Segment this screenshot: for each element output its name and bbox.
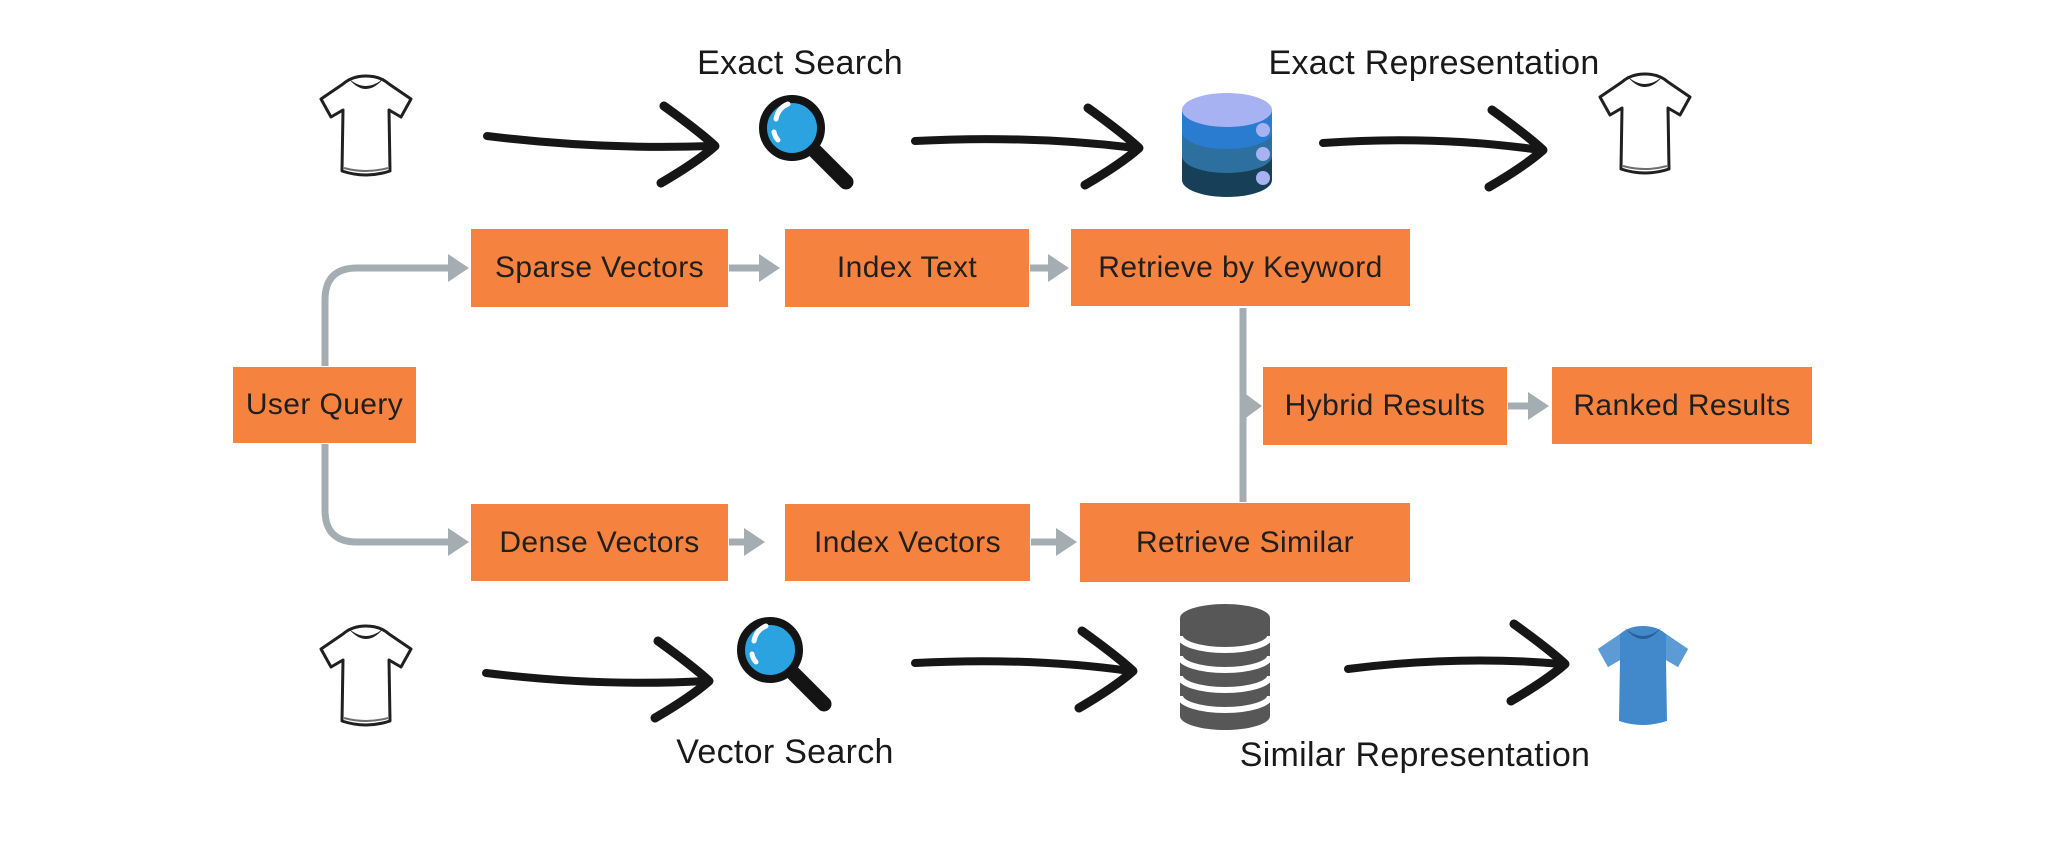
arrowhead-indextext <box>759 254 780 282</box>
white-tshirt-icon <box>306 72 426 186</box>
blue-tshirt-icon <box>1580 622 1706 736</box>
node-dense-vectors: Dense Vectors <box>471 504 728 581</box>
arrowhead-indexvectors <box>744 528 765 556</box>
magnifier-icon <box>752 88 864 200</box>
caption-exact-representation: Exact Representation <box>1268 44 1600 82</box>
node-retrieve-by-keyword: Retrieve by Keyword <box>1071 229 1410 306</box>
caption-exact-search: Exact Search <box>697 44 903 82</box>
magnifier-icon <box>730 610 842 722</box>
sketch-arrow-bottom-3 <box>1344 656 1566 673</box>
node-user-query: User Query <box>233 367 416 443</box>
sketch-arrowhead-top-2 <box>1080 103 1144 190</box>
arrowhead-sparse <box>448 254 469 282</box>
node-index-vectors-label: Index Vectors <box>814 525 1001 559</box>
node-index-vectors: Index Vectors <box>785 504 1030 581</box>
sketch-arrowhead-top-1 <box>656 101 720 188</box>
caption-vector-search: Vector Search <box>676 733 894 771</box>
node-retrieve-by-keyword-label: Retrieve by Keyword <box>1098 250 1383 284</box>
node-hybrid-results: Hybrid Results <box>1263 367 1507 445</box>
sketch-arrow-top-2 <box>911 135 1140 152</box>
white-tshirt-icon <box>1585 70 1705 184</box>
node-retrieve-similar: Retrieve Similar <box>1080 503 1410 582</box>
arrowhead-ranked <box>1528 392 1549 420</box>
gray-database-icon <box>1158 598 1292 736</box>
sketch-arrow-bottom-2 <box>911 657 1134 675</box>
node-hybrid-results-label: Hybrid Results <box>1284 389 1486 422</box>
caption-similar-representation: Similar Representation <box>1239 736 1591 774</box>
arrowhead-hybrid <box>1243 392 1262 420</box>
sketch-arrowhead-bottom-2 <box>1074 626 1138 713</box>
white-tshirt-icon <box>306 622 426 736</box>
node-index-text: Index Text <box>785 229 1029 307</box>
node-user-query-label: User Query <box>245 388 404 421</box>
arrowhead-retrievesimilar <box>1056 528 1077 556</box>
node-ranked-results-label: Ranked Results <box>1573 388 1791 422</box>
node-retrieve-similar-label: Retrieve Similar <box>1135 525 1355 559</box>
sketch-arrow-top-1 <box>483 132 716 151</box>
connector-userquery-dense <box>321 444 448 546</box>
arrowhead-dense <box>448 528 469 556</box>
node-ranked-results: Ranked Results <box>1552 367 1812 444</box>
sketch-arrow-bottom-1 <box>482 669 710 687</box>
connector-userquery-sparse <box>321 264 448 366</box>
node-sparse-vectors-label: Sparse Vectors <box>494 251 705 284</box>
sketch-arrow-top-3 <box>1319 136 1544 154</box>
blue-database-icon <box>1160 74 1294 210</box>
arrowhead-keyword <box>1048 254 1069 282</box>
node-dense-vectors-label: Dense Vectors <box>499 525 700 559</box>
sketch-arrowhead-bottom-3 <box>1506 619 1570 706</box>
node-sparse-vectors: Sparse Vectors <box>471 229 728 307</box>
sketch-arrowhead-top-3 <box>1484 105 1548 192</box>
node-index-text-label: Index Text <box>836 251 978 284</box>
sketch-arrowhead-bottom-1 <box>650 636 714 723</box>
